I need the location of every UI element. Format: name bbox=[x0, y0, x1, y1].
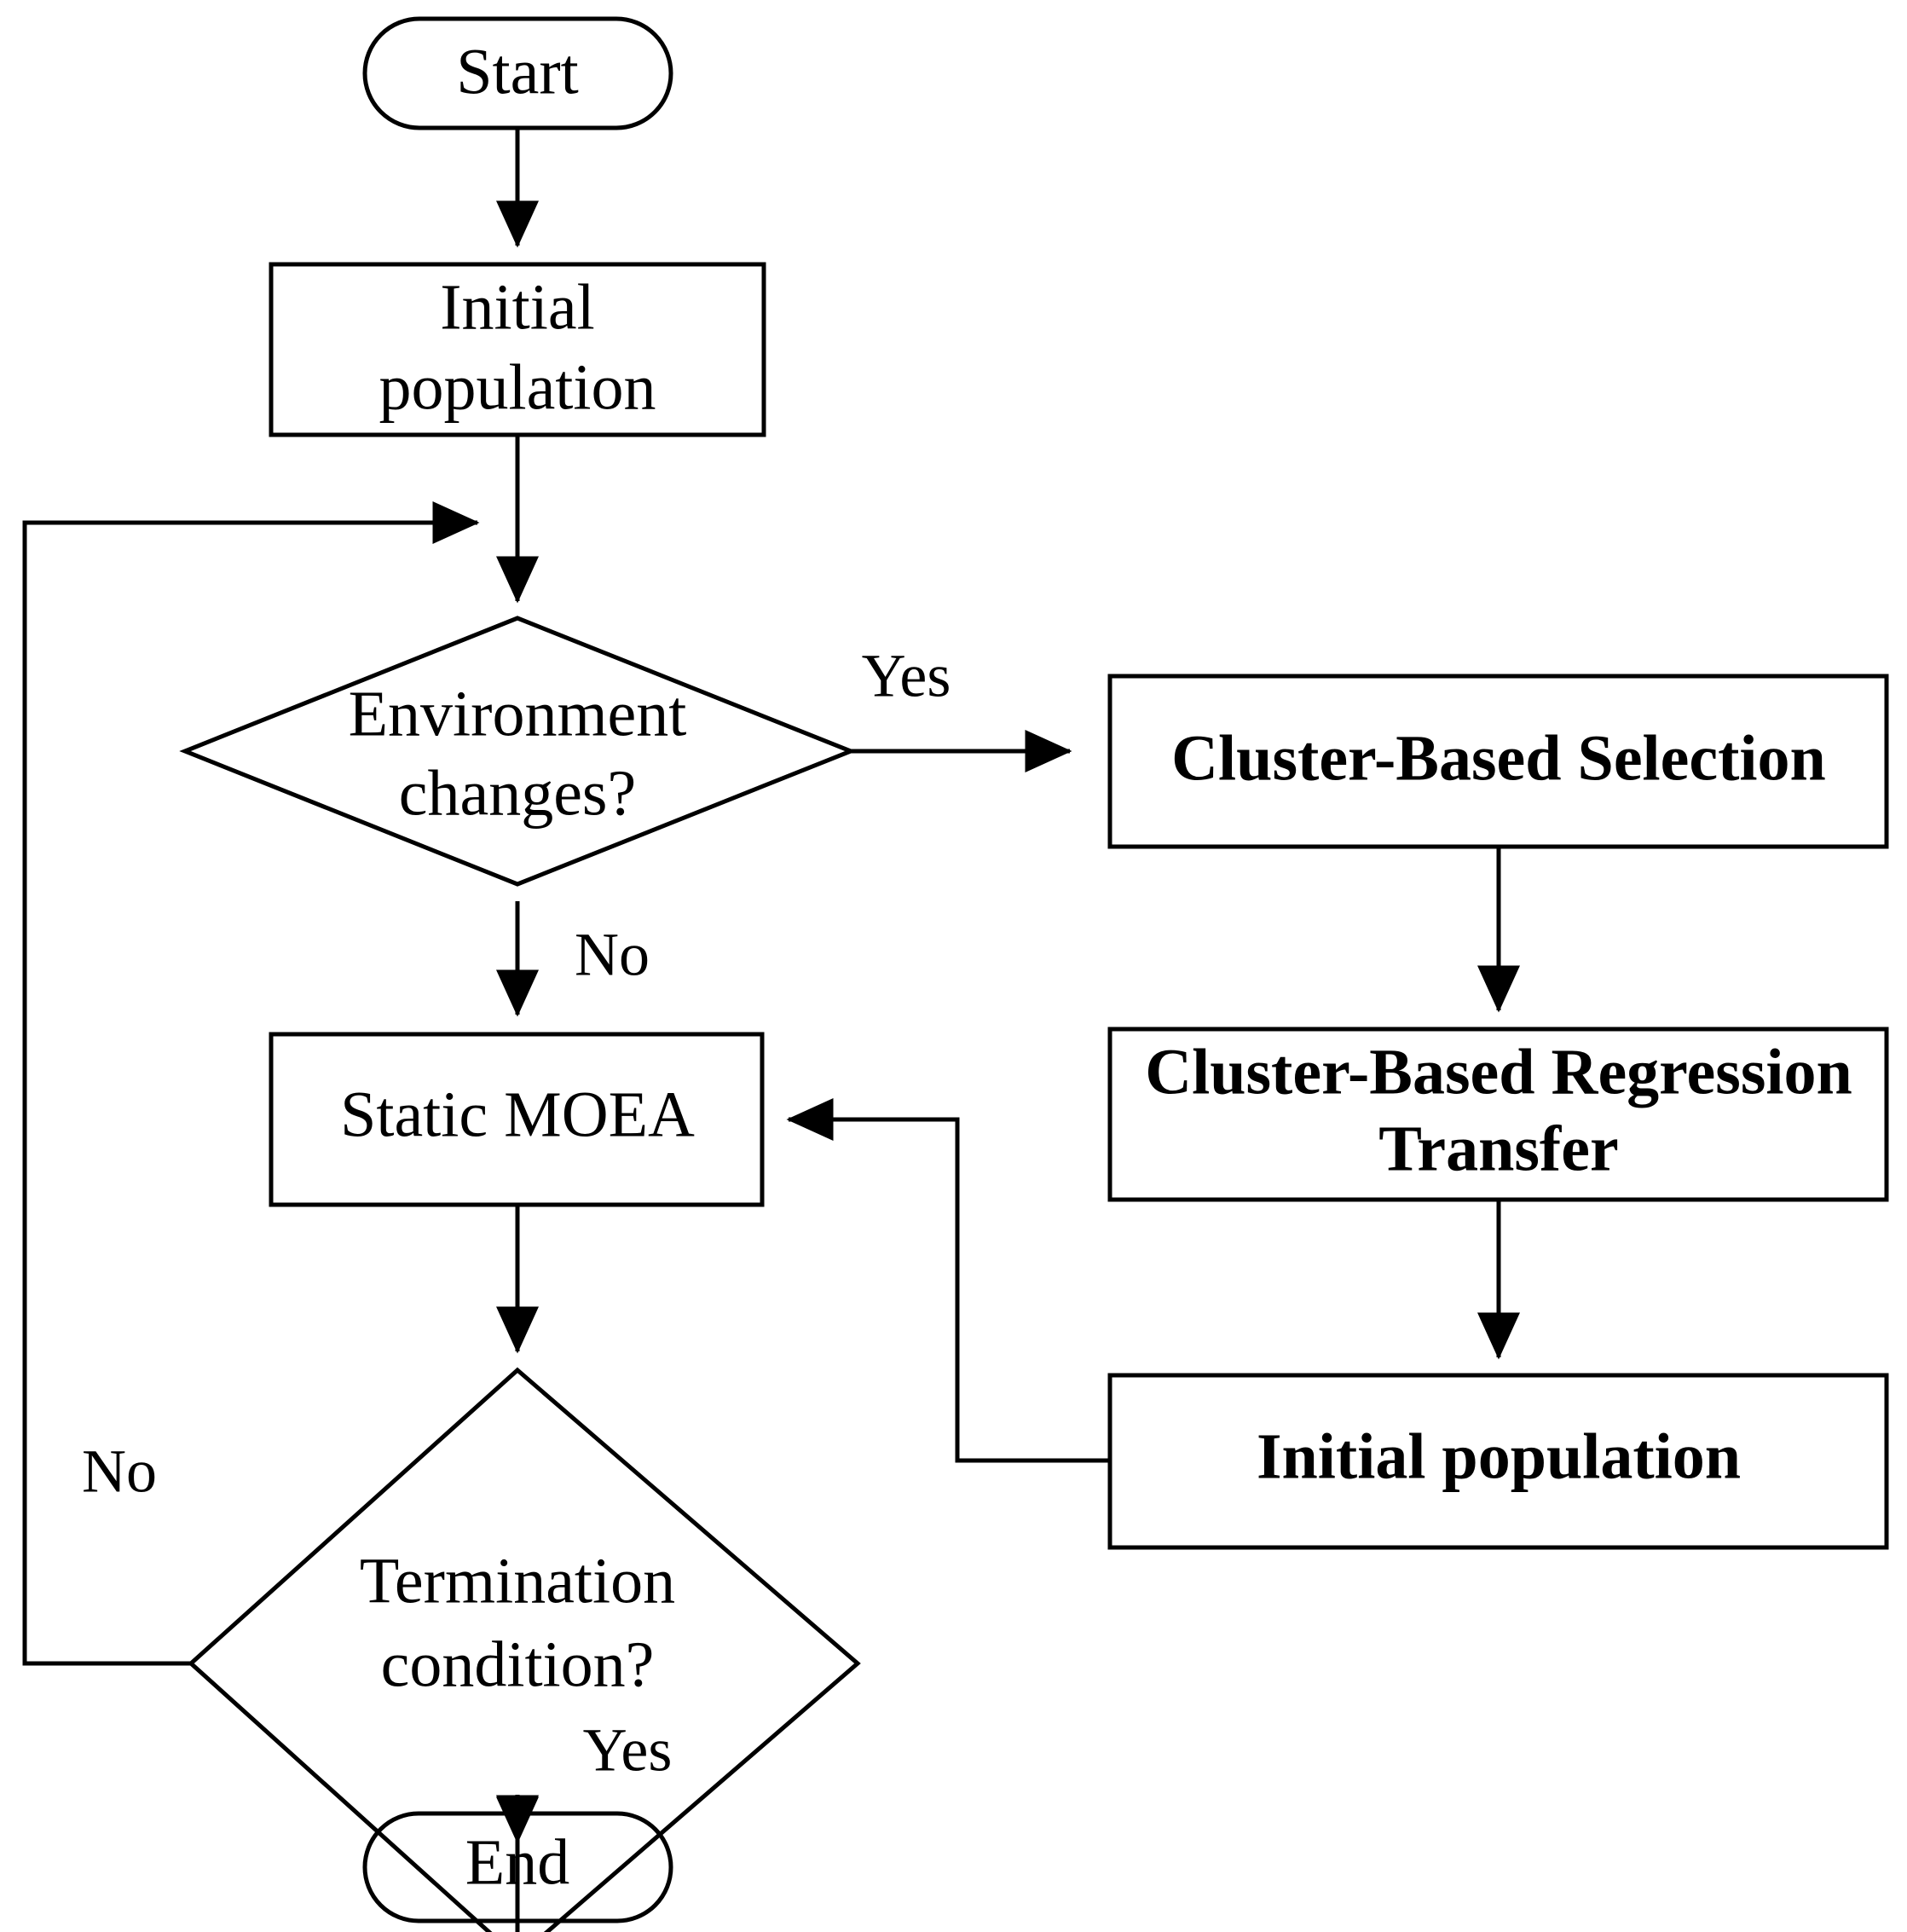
node-initial-population-orange[interactable]: Initial population bbox=[1107, 1373, 1889, 1550]
cluster-based-selection-shape bbox=[1107, 674, 1889, 849]
node-end[interactable]: End bbox=[362, 1811, 673, 1923]
node-environment-changes[interactable]: Environment changes? bbox=[179, 616, 857, 887]
edge-label-no-termination: No bbox=[82, 1437, 157, 1506]
node-static-moea[interactable]: Static MOEA bbox=[269, 1032, 765, 1207]
cluster-based-regression-transfer-label-line2: Transfer bbox=[1378, 1113, 1618, 1184]
node-cluster-based-selection[interactable]: Cluster-Based Selection bbox=[1107, 674, 1889, 849]
environment-changes-shape bbox=[179, 616, 857, 887]
edge-initial-population-orange-to-static-moea bbox=[786, 1098, 1110, 1463]
initial-population-orange-label: Initial population bbox=[1257, 1420, 1741, 1492]
static-moea-shape bbox=[269, 1032, 765, 1207]
start-label: Start bbox=[456, 36, 579, 107]
environment-changes-label-line2: changes? bbox=[399, 757, 637, 829]
node-termination-condition[interactable]: Termination condition? bbox=[188, 1367, 861, 1932]
cluster-based-selection-label: Cluster-Based Selection bbox=[1171, 722, 1826, 794]
termination-condition-label-line1: Termination bbox=[360, 1545, 675, 1617]
node-cluster-based-regression-transfer[interactable]: Cluster-Based Regression Transfer bbox=[1107, 1027, 1889, 1202]
edge-termination-no-feedback bbox=[22, 501, 480, 1666]
initial-population-orange-shape bbox=[1107, 1373, 1889, 1550]
edge-label-yes-termination: Yes bbox=[583, 1716, 673, 1784]
initial-population-label-line2: population bbox=[379, 351, 656, 423]
start-shape bbox=[362, 16, 673, 130]
cluster-based-regression-transfer-label-line1: Cluster-Based Regression bbox=[1145, 1036, 1852, 1108]
environment-changes-label-line1: Environment bbox=[349, 678, 687, 749]
node-initial-population[interactable]: Initial population bbox=[269, 262, 766, 437]
initial-population-shape bbox=[269, 262, 766, 437]
edge-label-no-environment: No bbox=[575, 921, 650, 989]
initial-population-label-line1: Initial bbox=[440, 271, 595, 343]
node-start[interactable]: Start bbox=[362, 16, 673, 130]
termination-condition-label-line2: condition? bbox=[381, 1628, 655, 1700]
edge-label-yes-environment: Yes bbox=[862, 642, 951, 710]
static-moea-label: Static MOEA bbox=[340, 1079, 695, 1150]
end-label: End bbox=[465, 1826, 569, 1898]
cluster-based-regression-transfer-shape bbox=[1107, 1027, 1889, 1202]
termination-condition-shape bbox=[188, 1367, 861, 1932]
end-shape bbox=[362, 1811, 673, 1923]
